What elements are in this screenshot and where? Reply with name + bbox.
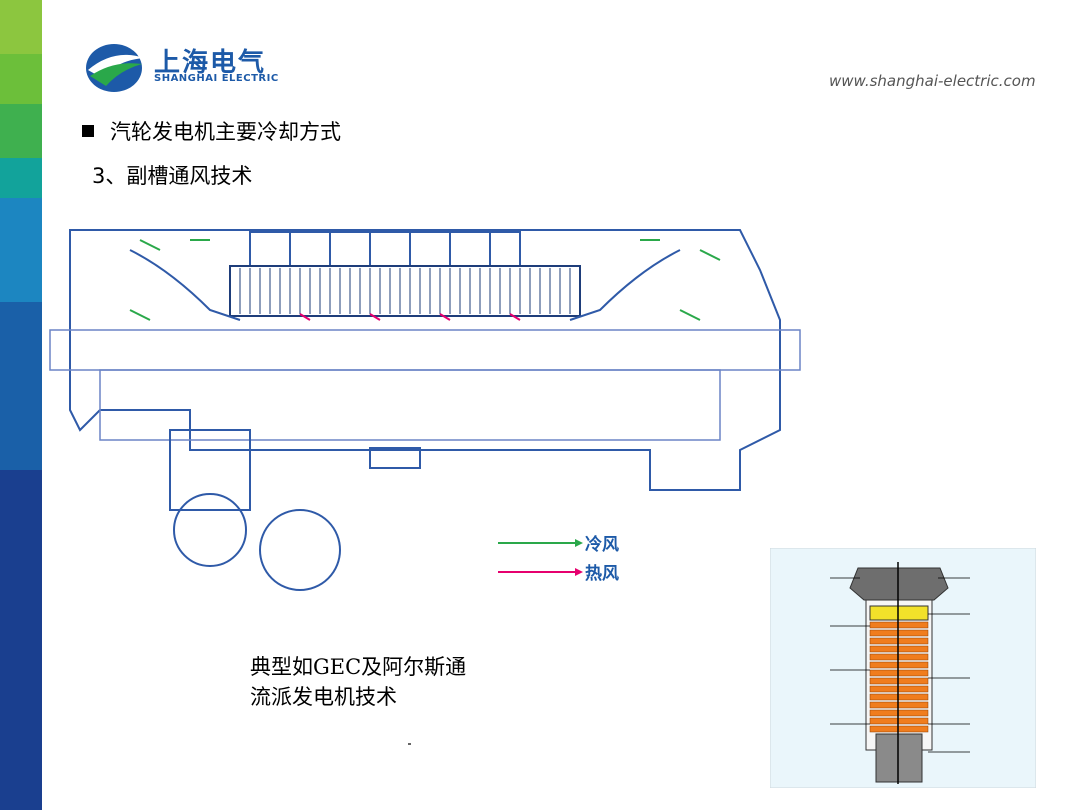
- slide-subheading: 3、副槽通风技术: [92, 164, 253, 188]
- color-stripe: [0, 158, 42, 198]
- color-stripe: [0, 470, 42, 810]
- caption-line-2: 流派发电机技术: [250, 685, 397, 709]
- logo-text-en: SHANGHAI ELECTRIC: [154, 73, 279, 84]
- rotor-slot-cross-section: [770, 548, 1036, 788]
- legend-arrow-cold-icon: [575, 539, 583, 547]
- website-url[interactable]: www.shanghai-electric.com: [829, 72, 1036, 90]
- legend-arrow-hot-icon: [575, 568, 583, 576]
- shanghai-electric-logo-icon: [86, 44, 144, 92]
- generator-ventilation-diagram: 冷风 热风: [49, 229, 801, 591]
- diagram-legend: 冷风 热风: [498, 534, 619, 584]
- logo-text-cn: 上海电气: [154, 48, 267, 78]
- shanghai-electric-logo: 上海电气 SHANGHAI ELECTRIC: [84, 40, 284, 96]
- left-color-stripes: [0, 0, 42, 810]
- color-stripe: [0, 0, 42, 54]
- color-stripe: [0, 198, 42, 302]
- caption-line-1: 典型如GEC及阿尔斯通: [250, 655, 467, 679]
- stray-dot: [408, 743, 411, 745]
- color-stripe: [0, 302, 42, 470]
- legend-label-hot: 热风: [585, 563, 619, 584]
- slide-heading: 汽轮发电机主要冷却方式: [110, 120, 341, 144]
- color-stripe: [0, 104, 42, 158]
- color-stripe: [0, 54, 42, 104]
- caption: 典型如GEC及阿尔斯通 流派发电机技术: [250, 652, 466, 712]
- bullet-square-icon: [82, 125, 94, 137]
- legend-label-cold: 冷风: [585, 534, 619, 555]
- bullet-heading: 汽轮发电机主要冷却方式: [82, 116, 341, 146]
